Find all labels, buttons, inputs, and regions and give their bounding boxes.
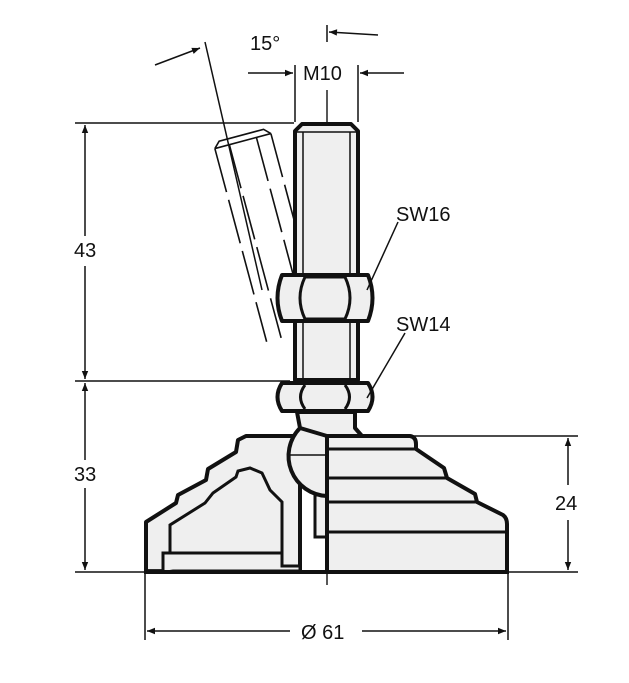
nut-sw16 <box>275 273 375 323</box>
diameter-label: Ø 61 <box>301 622 344 644</box>
angle-label: 15° <box>250 33 280 55</box>
nut-sw14 <box>275 381 375 413</box>
thread-label: M10 <box>303 63 342 85</box>
base-step <box>161 551 282 571</box>
angle-dimension: 15° <box>154 25 379 291</box>
sw14-leader <box>366 332 406 399</box>
height-upper-label: 43 <box>74 240 96 262</box>
diameter-dimension: Ø 61 <box>144 574 509 644</box>
base-height-dimension: 24 <box>410 435 578 573</box>
sw14-label: SW14 <box>396 314 450 336</box>
ball-joint <box>286 426 329 498</box>
sw16-leader <box>366 221 399 291</box>
base-right <box>325 434 509 574</box>
base-cavity <box>161 466 302 573</box>
height-dimensions: 43 33 <box>74 122 294 570</box>
threaded-stud <box>293 122 360 382</box>
thread-dimension: M10 <box>248 63 404 122</box>
base-step-lines <box>327 447 507 534</box>
sw16-label: SW16 <box>396 204 450 226</box>
height-lower-label: 33 <box>74 464 96 486</box>
base-height-label: 24 <box>555 493 577 515</box>
